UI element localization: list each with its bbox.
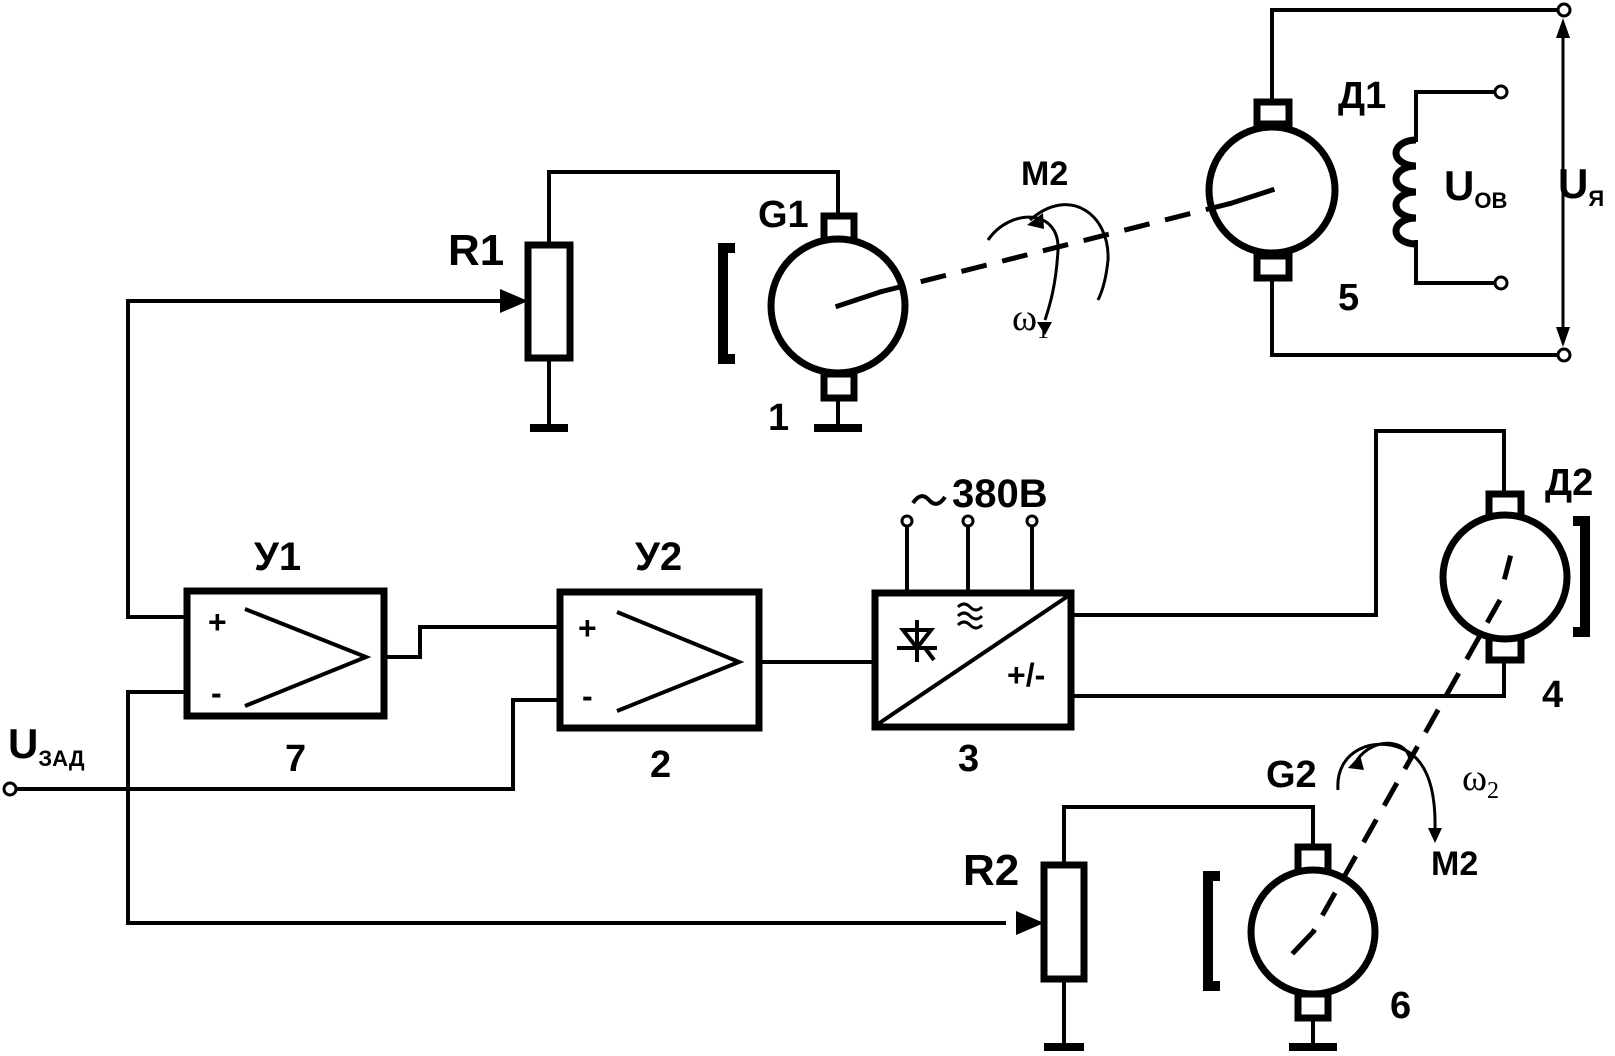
thyristor-icon: [897, 620, 937, 662]
motor-d1: [1205, 98, 1339, 282]
label-u1: У1: [254, 535, 301, 579]
ac-wave-icon: [956, 602, 984, 630]
generator-g2: [1203, 843, 1379, 1022]
label-g1: G1: [758, 194, 809, 236]
u1-plus-sign: +: [208, 604, 227, 640]
wires: [12, 8, 1565, 1051]
label-number-7: 7: [285, 738, 306, 780]
label-d1: Д1: [1338, 75, 1386, 117]
terminal-phase-b: [961, 514, 975, 528]
amplifier-u2: [556, 588, 763, 732]
terminal-ov-top: [1493, 84, 1509, 100]
label-m2-bottom: М2: [1431, 845, 1478, 883]
rotation-arrows-bottom: [1336, 741, 1442, 843]
u2-plus-sign: +: [578, 610, 597, 646]
label-number-4: 4: [1542, 674, 1563, 716]
thyristor-converter-tr: [871, 589, 1075, 731]
label-g2: G2: [1266, 754, 1317, 796]
label-u2: У2: [635, 535, 682, 579]
terminals: [2, 2, 1572, 797]
generator-g1: [718, 212, 909, 402]
ac-tilde-icon: [911, 494, 947, 506]
label-number-2: 2: [650, 744, 671, 786]
terminal-ya-top: [1556, 2, 1572, 18]
label-omega1: ω1: [1012, 297, 1049, 344]
potentiometer-r1: [493, 241, 574, 362]
field-winding-icon: [1392, 136, 1417, 248]
terminal-ov-bottom: [1493, 275, 1509, 291]
terminal-uzad: [2, 781, 18, 797]
label-supply: 380В: [952, 472, 1048, 516]
label-u-zad: UЗАД: [8, 720, 85, 771]
tr-polarity-sign: +/-: [1007, 657, 1045, 693]
text-labels: R1 R2 G1 G2 Д1 Д2 У1 У2 380В 1 2 3 4 5 6…: [8, 75, 1604, 1027]
u1-minus-sign: -: [211, 675, 222, 711]
terminal-ya-bottom: [1556, 347, 1572, 363]
label-u-ya: UЯ: [1558, 160, 1604, 211]
label-number-5: 5: [1338, 277, 1359, 319]
label-number-3: 3: [958, 738, 979, 780]
terminal-phase-c: [1025, 514, 1039, 528]
potentiometer-r2: [1016, 861, 1088, 983]
terminal-phase-a: [900, 514, 914, 528]
shaft-g1-d1: [879, 200, 1233, 295]
shaft-d2-g2: [1310, 598, 1503, 934]
label-number-1: 1: [768, 397, 789, 439]
label-u-ov: UОВ: [1444, 162, 1507, 213]
voltage-arrow-ya: [1556, 18, 1570, 347]
label-omega2: ω2: [1462, 757, 1499, 804]
motor-d2: [1439, 490, 1590, 664]
rotation-arrows-top: [986, 203, 1110, 335]
label-number-6: 6: [1390, 985, 1411, 1027]
label-r2: R2: [963, 846, 1019, 895]
label-d2: Д2: [1545, 462, 1593, 504]
u2-minus-sign: -: [582, 678, 593, 714]
label-m2-top: М2: [1021, 155, 1068, 193]
amplifier-u1: [183, 587, 388, 720]
label-r1: R1: [448, 226, 504, 275]
